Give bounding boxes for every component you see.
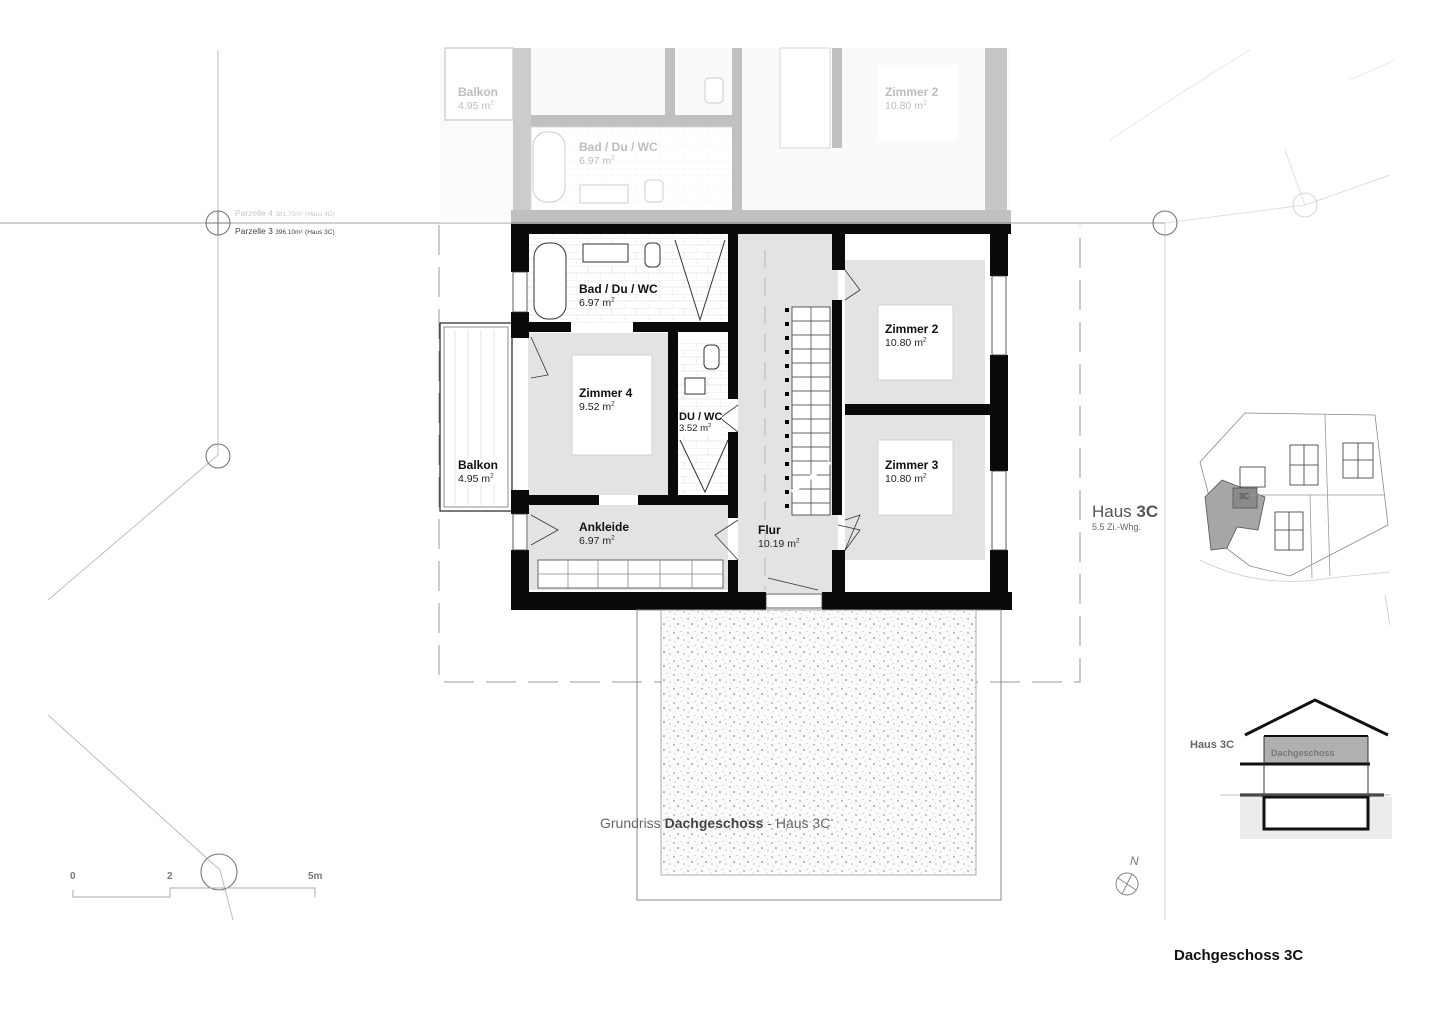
room-label-bad: Bad / Du / WC 6.97 m2 xyxy=(579,282,658,309)
building-section-graphic xyxy=(1220,698,1392,839)
parcel-label-3: Parzelle 3 396.10m² (Haus 3C) xyxy=(235,226,335,236)
scale-tick-0: 0 xyxy=(70,871,76,882)
bath-fixtures xyxy=(533,239,729,494)
site-survey-lines xyxy=(0,49,1396,921)
scale-tick-5m: 5m xyxy=(308,871,323,882)
windows xyxy=(512,271,1007,609)
room-label-flur: Flur 10.19 m2 xyxy=(758,523,800,550)
drawing-caption: Grundriss Dachgeschoss - Haus 3C xyxy=(600,815,831,831)
room-label-zimmer2: Zimmer 2 10.80 m2 xyxy=(885,322,939,349)
neighbor-room-balkon: Balkon 4.95 m2 xyxy=(458,85,499,112)
room-label-zimmer3: Zimmer 3 10.80 m2 xyxy=(885,458,939,485)
sheet-title: Dachgeschoss 3C xyxy=(1174,947,1304,964)
north-arrow-icon: N xyxy=(1130,854,1139,868)
section-floor-label: Dachgeschoss xyxy=(1271,748,1335,758)
door-swings xyxy=(530,269,861,591)
section-house-label: Haus 3C xyxy=(1190,739,1235,751)
neighbor-room-bad: Bad / Du / WC 6.97 m2 xyxy=(579,140,658,167)
neighbor-room-zimmer2: Zimmer 2 10.80 m2 xyxy=(885,85,939,112)
house-label: Haus 3C 5.5 Zi.-Whg. xyxy=(1092,502,1159,532)
room-label-zimmer4: Zimmer 4 9.52 m2 xyxy=(579,386,633,413)
gravel-terrace xyxy=(636,609,1002,901)
walls xyxy=(511,224,1012,610)
room-label-ankleide: Ankleide 6.97 m2 xyxy=(579,520,630,547)
site-plan-minimap xyxy=(1199,412,1391,626)
beds xyxy=(571,304,954,516)
parcel-label-4: Parzelle 4 381.70m² (Haus 4D) xyxy=(235,208,335,218)
room-label-duwc: DU / WC 3.52 m2 xyxy=(679,411,723,435)
survey-point-markers xyxy=(200,192,1318,891)
neighbor-house-faded xyxy=(440,47,1011,224)
scale-bar-graphic xyxy=(72,887,316,898)
room-label-balkon: Balkon 4.95 m2 xyxy=(458,458,499,485)
wardrobe xyxy=(537,559,724,589)
staircase xyxy=(764,250,832,590)
scale-tick-2: 2 xyxy=(167,871,173,882)
north-arrow-graphic xyxy=(1115,872,1139,896)
site-plan-tag: 3C xyxy=(1239,492,1250,501)
